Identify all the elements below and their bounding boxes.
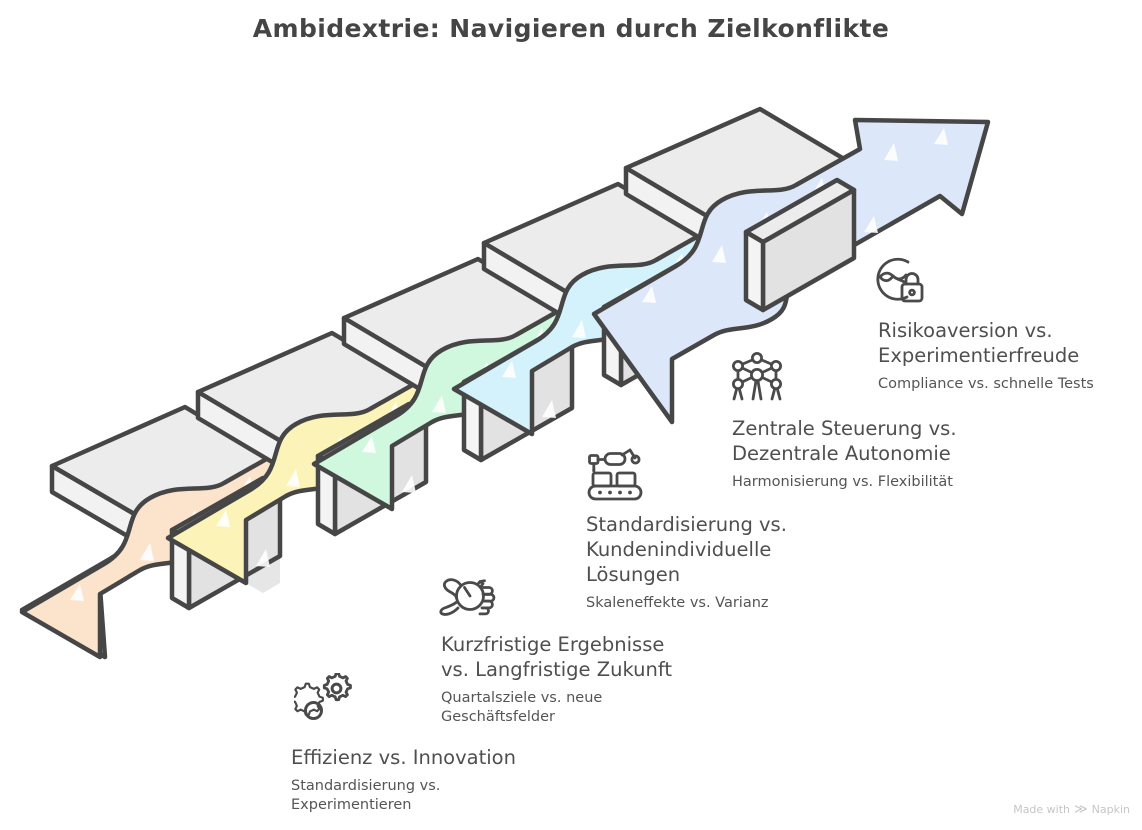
- label-subtitle: Harmonisierung vs. Flexibilität: [732, 474, 953, 490]
- page-title: Ambidextrie: Navigieren durch Zielkonfli…: [252, 14, 890, 43]
- path-segment-1: [19, 404, 315, 660]
- label-title: Risikoaversion vs. Experimentierfreude: [878, 319, 1080, 367]
- napkin-watermark: Made with ≫ Napkin: [1013, 803, 1130, 816]
- label-subtitle: Standardisierung vs. Experimentieren: [291, 778, 441, 813]
- hand-stopwatch-icon: [439, 568, 501, 626]
- conveyor-robot-arm-icon: [584, 448, 646, 508]
- label-block-efficiency-innovation: Effizienz vs. Innovation Standardisierun…: [291, 745, 621, 815]
- watermark-made-with: Made with: [1013, 803, 1071, 816]
- label-subtitle: Skaleneffekte vs. Varianz: [586, 595, 769, 611]
- label-title: Standardisierung vs. Kundenindividuelle …: [586, 513, 787, 586]
- label-subtitle: Compliance vs. schnelle Tests: [878, 376, 1094, 392]
- label-block-standardization-customization: Standardisierung vs. Kundenindividuelle …: [586, 512, 886, 613]
- watermark-brand: Napkin: [1091, 803, 1130, 816]
- napkin-logo-icon: ≫: [1074, 802, 1088, 817]
- label-title: Effizienz vs. Innovation: [291, 746, 516, 769]
- shield-lock-icon: [872, 255, 930, 311]
- network-molecule-icon: [729, 349, 785, 407]
- label-subtitle: Quartalsziele vs. neue Geschäftsfelder: [441, 690, 603, 725]
- label-block-shortterm-longterm: Kurzfristige Ergebnisse vs. Langfristige…: [441, 632, 781, 727]
- path-segment-5: [591, 106, 991, 425]
- hurdle-5-front: [743, 177, 857, 313]
- gears-icon: [290, 672, 352, 735]
- label-title: Zentrale Steuerung vs. Dezentrale Autono…: [732, 417, 957, 465]
- label-block-central-decentral: Zentrale Steuerung vs. Dezentrale Autono…: [732, 416, 1072, 492]
- label-title: Kurzfristige Ergebnisse vs. Langfristige…: [441, 633, 673, 681]
- label-block-risk-experimentation: Risikoaversion vs. Experimentierfreude C…: [878, 318, 1142, 394]
